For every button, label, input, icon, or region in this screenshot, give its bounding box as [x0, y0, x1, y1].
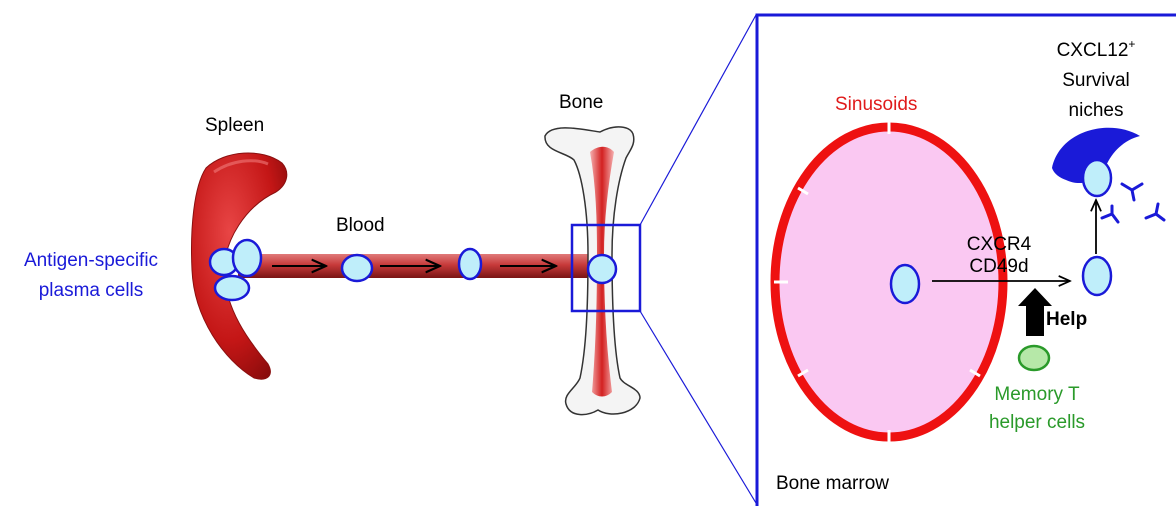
blood-plasma-cell [342, 255, 372, 281]
cxcl12-label: CXCL12+ [1057, 37, 1136, 61]
sinusoids-label: Sinusoids [835, 94, 917, 115]
sinusoid [775, 127, 1003, 437]
cd49d-label: CD49d [969, 256, 1028, 277]
bone-marrow-label: Bone marrow [776, 473, 889, 494]
memory-t-label-line1: Memory T [994, 384, 1080, 405]
memory-t-label-line2: helper cells [989, 412, 1085, 433]
survival-label: Survival [1062, 70, 1130, 91]
zoom-line [640, 311, 756, 503]
blood-label: Blood [336, 215, 385, 236]
help-label: Help [1046, 309, 1087, 330]
memory-t-cell [1019, 346, 1049, 370]
antigen-label-line1: Antigen-specific [24, 250, 158, 271]
marrow-plasma-cell [1083, 257, 1111, 295]
bone-label: Bone [559, 92, 603, 113]
blood-plasma-cell [459, 249, 481, 279]
plasma-cell [233, 240, 261, 276]
plasma-cell [215, 276, 249, 300]
spleen-label: Spleen [205, 115, 264, 136]
sinusoid-plasma-cell [891, 265, 919, 303]
zoom-line [640, 15, 756, 225]
niches-label: niches [1069, 100, 1124, 121]
antigen-label-line2: plasma cells [39, 280, 144, 301]
cxcr4-label: CXCR4 [967, 234, 1032, 255]
bone-plasma-cell [588, 255, 616, 283]
niche-plasma-cell [1083, 160, 1111, 196]
